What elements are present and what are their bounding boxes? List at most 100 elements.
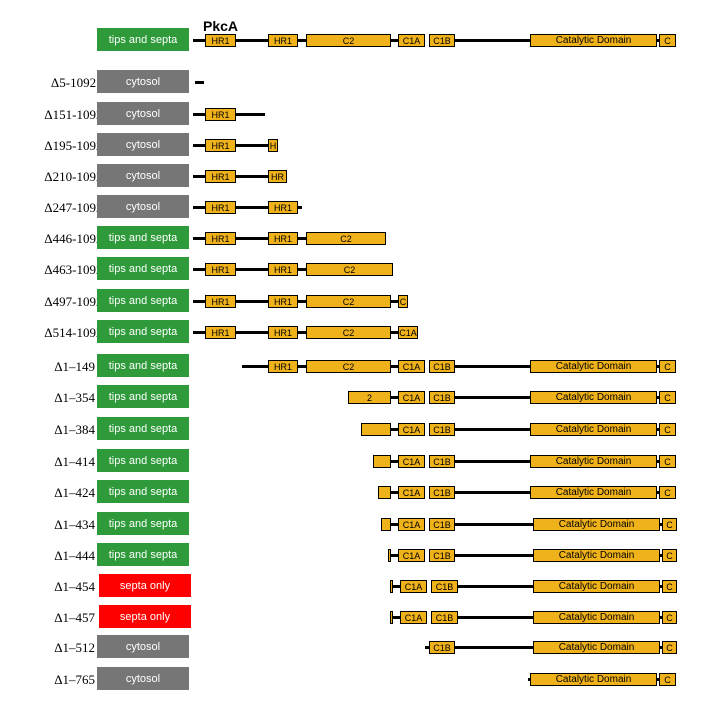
localization-tips-and-septa: tips and septa [97, 480, 189, 503]
construct-label: Δ1–434 [54, 517, 96, 532]
domain-c: C [662, 580, 677, 593]
linker-line [242, 365, 268, 368]
domain-hr1: HR1 [205, 34, 236, 47]
localization-cytosol: cytosol [97, 102, 189, 125]
construct-label: Δ1–424 [54, 485, 96, 500]
localization-cytosol: cytosol [97, 133, 189, 156]
domain-c: C [662, 641, 677, 654]
linker-line [193, 206, 207, 209]
linker-line [296, 331, 306, 334]
linker-line [234, 39, 268, 42]
construct-label: Δ514-1092 [44, 325, 103, 340]
linker-line [296, 268, 306, 271]
linker-line [453, 554, 535, 557]
domain-catalytic-domain: Catalytic Domain [533, 549, 660, 562]
linker-line [391, 554, 400, 557]
localization-tips-and-septa: tips and septa [97, 289, 189, 312]
domain-hr1: HR1 [268, 326, 298, 339]
construct-label: Δ151-1092 [44, 107, 103, 122]
domain-hr: HR [268, 170, 287, 183]
domain-c1b: C1B [429, 518, 455, 531]
domain-c2: C2 [306, 326, 391, 339]
construct-label: Δ195-1092 [44, 138, 103, 153]
construct-label: Δ1–454 [54, 579, 96, 594]
localization-cytosol: cytosol [97, 70, 189, 93]
linker-line [234, 175, 268, 178]
linker-line [296, 206, 302, 209]
domain-c1b: C1B [429, 641, 455, 654]
domain-hr1: HR1 [205, 232, 236, 245]
localization-tips-and-septa: tips and septa [97, 257, 189, 280]
domain-fragment [361, 423, 391, 436]
domain-fragment [388, 549, 391, 562]
domain-hr1: HR1 [268, 201, 298, 214]
domain-c2: C2 [306, 34, 391, 47]
linker-line [193, 237, 207, 240]
construct-label: Δ247-1092 [44, 200, 103, 215]
domain-catalytic-domain: Catalytic Domain [530, 34, 657, 47]
localization-tips-and-septa: tips and septa [97, 28, 189, 51]
domain-c1b: C1B [429, 391, 455, 404]
domain-c1b: C1B [429, 549, 455, 562]
domain-c1b: C1B [429, 455, 455, 468]
linker-line [296, 300, 306, 303]
domain-c: C [659, 673, 676, 686]
linker-line [296, 39, 306, 42]
domain-catalytic-domain: Catalytic Domain [530, 486, 657, 499]
domain-fragment [390, 611, 393, 624]
domain-fragment [378, 486, 391, 499]
construct-label: Δ1–354 [54, 390, 96, 405]
construct-label: Δ1–512 [54, 640, 96, 655]
domain-c: C [398, 295, 408, 308]
linker-line [195, 81, 204, 84]
linker-line [234, 206, 268, 209]
domain-c1a: C1A [398, 423, 425, 436]
domain-hr1: HR1 [268, 295, 298, 308]
domain-c1b: C1B [429, 360, 455, 373]
linker-line [234, 237, 268, 240]
domain-c1a: C1A [398, 518, 425, 531]
linker-line [296, 237, 306, 240]
linker-line [193, 300, 207, 303]
linker-line [234, 268, 268, 271]
domain-catalytic-domain: Catalytic Domain [530, 673, 657, 686]
domain-hr1: HR1 [205, 170, 236, 183]
localization-tips-and-septa: tips and septa [97, 385, 189, 408]
domain-hr1: HR1 [205, 263, 236, 276]
linker-line [193, 113, 207, 116]
linker-line [453, 39, 532, 42]
domain-c: C [662, 611, 677, 624]
domain-c2: C2 [306, 360, 391, 373]
linker-line [453, 365, 532, 368]
localization-tips-and-septa: tips and septa [97, 320, 189, 343]
linker-line [391, 39, 400, 42]
domain-c1a: C1A [398, 360, 425, 373]
construct-label: Δ1–457 [54, 610, 96, 625]
domain-c: C [659, 423, 676, 436]
domain-c: C [659, 391, 676, 404]
domain-c1b: C1B [431, 611, 458, 624]
linker-line [391, 300, 399, 303]
linker-line [234, 331, 268, 334]
domain-catalytic-domain: Catalytic Domain [533, 580, 660, 593]
localization-tips-and-septa: tips and septa [97, 354, 189, 377]
domain-c1b: C1B [429, 423, 455, 436]
domain-c: C [659, 360, 676, 373]
localization-tips-and-septa: tips and septa [97, 226, 189, 249]
domain-c1a: C1A [398, 549, 425, 562]
localization-tips-and-septa: tips and septa [97, 543, 189, 566]
linker-line [391, 365, 400, 368]
domain-c2: C2 [306, 263, 393, 276]
domain-hr1: HR1 [268, 34, 298, 47]
domain-hr1: HR1 [268, 360, 298, 373]
linker-line [391, 523, 400, 526]
linker-line [391, 428, 400, 431]
construct-label: Δ1–765 [54, 672, 96, 687]
domain-2: 2 [348, 391, 391, 404]
domain-c1a: C1A [398, 486, 425, 499]
domain-c1a: C1A [400, 611, 427, 624]
domain-c1b: C1B [431, 580, 458, 593]
domain-hr1: HR1 [268, 232, 298, 245]
linker-line [453, 523, 535, 526]
